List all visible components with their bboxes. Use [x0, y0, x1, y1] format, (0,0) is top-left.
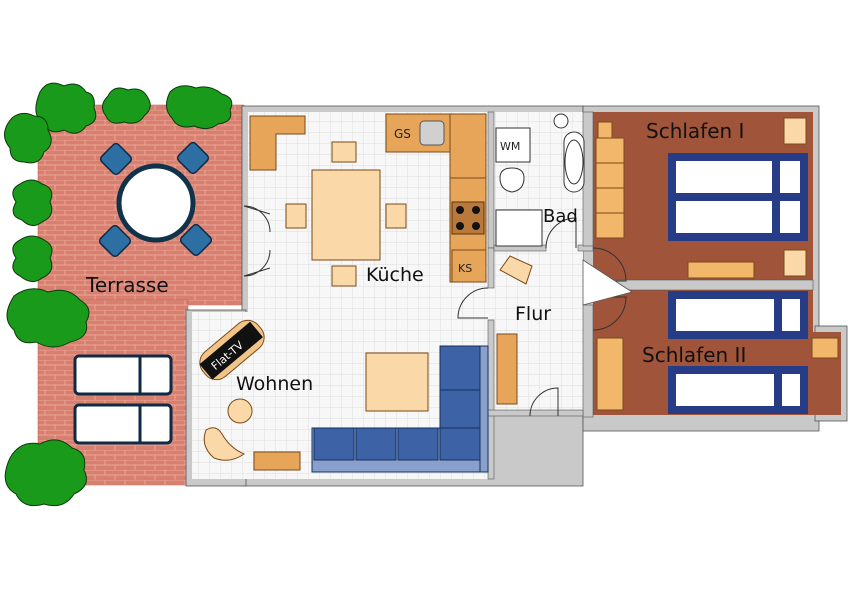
chair-icon [385, 203, 407, 229]
fridge [451, 249, 487, 283]
chair-icon [176, 141, 210, 175]
kitchen-furniture: GS KS [249, 113, 487, 287]
room-label-bad: Bad [543, 206, 578, 227]
room-label-flur: Flur [515, 303, 551, 325]
chair-icon [98, 224, 132, 258]
inner-walls [487, 111, 814, 480]
washbasin-icon [564, 139, 584, 185]
flur-arrow [582, 259, 633, 306]
plant-icon [166, 85, 233, 130]
sideboard [253, 451, 301, 471]
label-ks: KS [458, 262, 472, 275]
sink-icon [419, 120, 445, 146]
chair-icon [99, 142, 133, 176]
plant-icon [4, 439, 87, 507]
chair-icon [331, 265, 357, 287]
double-bed [668, 153, 808, 241]
single-bed [668, 366, 808, 414]
room-label-schlafen-2: Schlafen II [642, 343, 746, 367]
plant-icon [4, 112, 52, 164]
room-label-terrasse: Terrasse [85, 273, 169, 297]
nightstand [783, 249, 807, 277]
chair-icon [285, 203, 307, 229]
room-label-wohnen: Wohnen [236, 373, 313, 395]
single-bed [668, 291, 808, 339]
washing-machine [495, 127, 531, 163]
hall-furniture [496, 255, 533, 405]
bathroom-fixtures: WM [495, 113, 585, 247]
terrace-table [116, 163, 196, 243]
room-label-schlafen-1: Schlafen I [646, 119, 744, 143]
dresser [687, 261, 755, 279]
toilet-icon [499, 167, 525, 193]
terrace-table-set [98, 141, 213, 258]
bedroom-1-furniture [595, 117, 808, 279]
sofa [311, 345, 489, 473]
plant-icon [6, 288, 90, 348]
chair-icon [179, 223, 213, 257]
sun-loungers [73, 354, 173, 445]
armchair-icon [499, 255, 533, 285]
coffee-table [365, 352, 429, 412]
plant-icon [12, 179, 53, 226]
bedroom-2-furniture [596, 291, 839, 414]
plant-icon [12, 235, 53, 282]
wardrobe [596, 337, 624, 411]
dining-table [311, 169, 381, 261]
nightstand [811, 337, 839, 359]
wardrobe [496, 333, 518, 405]
stove-icon [451, 201, 485, 235]
label-gs: GS [394, 127, 411, 141]
tv-unit: Flat-TV [199, 319, 265, 381]
room-label-kueche: Küche [366, 264, 424, 286]
armchair-icon [203, 427, 246, 461]
living-furniture: Flat-TV [199, 319, 489, 473]
nightstand [783, 117, 807, 145]
label-wm: WM [500, 140, 520, 153]
shower [495, 209, 543, 247]
chair-icon [331, 141, 357, 163]
side-table [227, 398, 253, 424]
plant-icon [102, 87, 151, 124]
doors [243, 205, 627, 417]
